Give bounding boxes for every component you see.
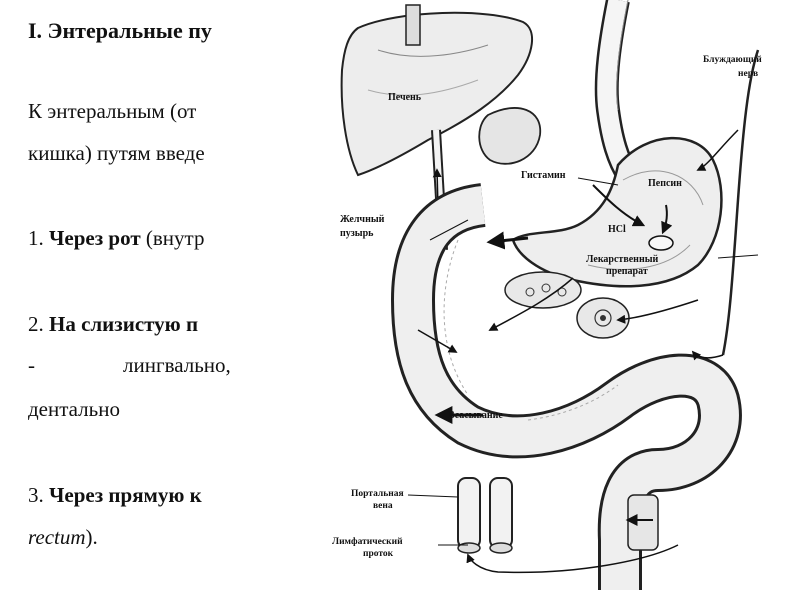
label-absorption: Всасывание: [448, 410, 503, 421]
label-vagus-2: нерв: [738, 69, 758, 79]
label-gallbladder-1: Желчный: [340, 214, 385, 225]
label-gallbladder-2: пузырь: [340, 228, 374, 239]
pancreas-shape: [504, 271, 630, 339]
label-histamine: Гистамин: [521, 170, 566, 181]
lymphatic-duct: [489, 477, 513, 554]
item-3-latin: rectum: [28, 525, 86, 549]
label-hcl: HCl: [608, 224, 626, 235]
item-3-bold: Через прямую к: [49, 483, 202, 507]
label-drug-2: препарат: [606, 266, 648, 277]
list-item-2-cont: дентально: [28, 397, 120, 421]
label-pepsin: Пепсин: [648, 178, 682, 189]
item-3-number: 3.: [28, 483, 44, 507]
list-item-2-sub: - лингвально,: [28, 352, 318, 378]
label-portal-1: Портальная: [351, 489, 404, 499]
digestive-system-diagram: Печень Желчный пузырь Гистамин Пепсин HC…: [318, 0, 800, 600]
list-item-3: 3. Через прямую к: [28, 482, 202, 508]
item-3-end: ).: [85, 525, 98, 549]
drug-pill: [648, 235, 674, 251]
portal-vein: [457, 477, 481, 554]
item-1-rest: (внутр: [140, 226, 205, 250]
intro-line-1: К энтеральным (от: [28, 99, 197, 123]
slide-title: I. Энтеральные пу: [28, 18, 212, 43]
label-lymph-1: Лимфатический: [332, 536, 403, 547]
list-item-3-cont: rectum).: [28, 524, 98, 550]
item-2-dash: -: [28, 353, 35, 377]
item-1-bold: Через рот: [49, 226, 141, 250]
label-liver: Печень: [388, 92, 422, 103]
gallbladder-shape: [478, 107, 541, 165]
label-lymph-2: проток: [363, 549, 394, 559]
label-vagus-1: Блуждающий: [703, 54, 762, 65]
stomach-shape: [511, 136, 723, 288]
vagus-nerve: [721, 49, 760, 356]
label-portal-2: вена: [373, 501, 393, 511]
list-item-1: 1. Через рот (внутр: [28, 225, 204, 251]
label-drug-1: Лекарственный: [586, 254, 659, 265]
item-2-number: 2.: [28, 312, 44, 336]
item-2-bold: На слизистую п: [49, 312, 199, 336]
list-item-2: 2. На слизистую п: [28, 311, 198, 337]
item-1-number: 1.: [28, 226, 44, 250]
intro-line-2: кишка) путям введе: [28, 141, 205, 165]
item-2-lingual: лингвально,: [123, 353, 231, 377]
